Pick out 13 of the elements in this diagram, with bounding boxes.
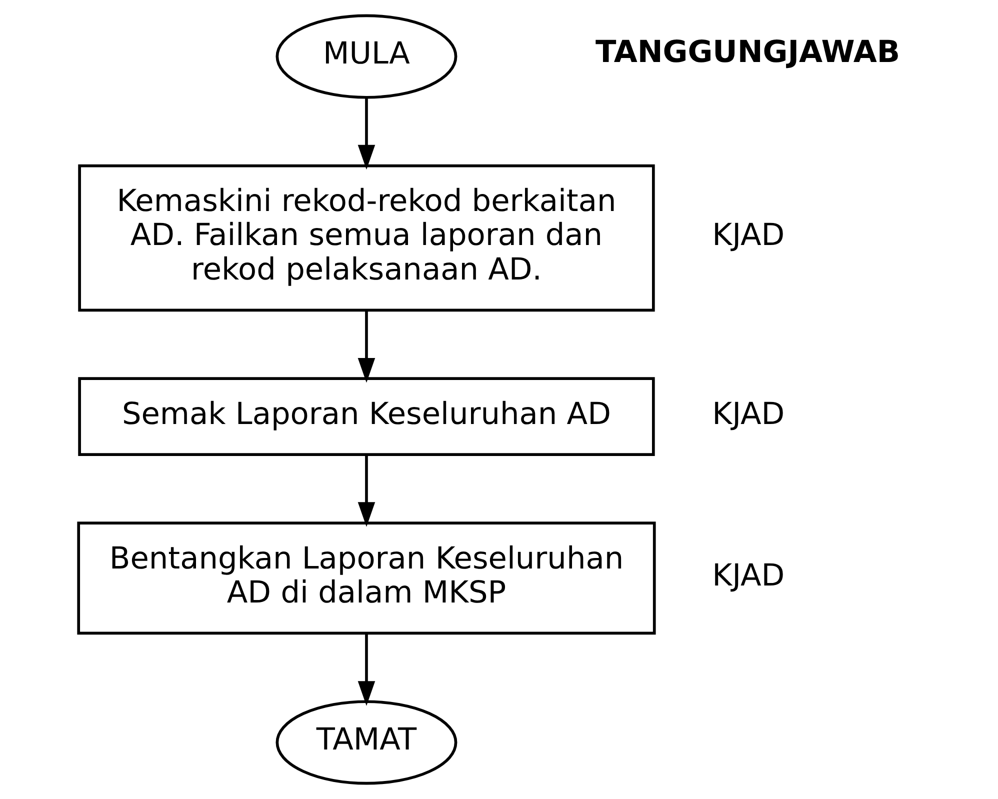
arrow (357, 634, 375, 706)
arrow (357, 98, 375, 170)
node-label: KJAD (712, 558, 784, 594)
node-ellipse: MULA (275, 14, 457, 99)
node-label: KJAD (712, 218, 784, 254)
node-box: Bentangkan Laporan Keseluruhan AD di dalam MKSP (76, 522, 656, 635)
node-ellipse: TAMAT (275, 700, 457, 785)
arrow (357, 310, 375, 383)
node-box: Kemaskini rekod-rekod berkaitan AD. Failkan semua laporan dan rekod pelaksanaan AD. (78, 164, 654, 312)
arrow (357, 455, 375, 527)
node-box: Semak Laporan Keseluruhan AD (78, 377, 654, 456)
node-label: KJAD (712, 396, 784, 432)
label: TANGGUNGJAWAB (594, 34, 900, 70)
